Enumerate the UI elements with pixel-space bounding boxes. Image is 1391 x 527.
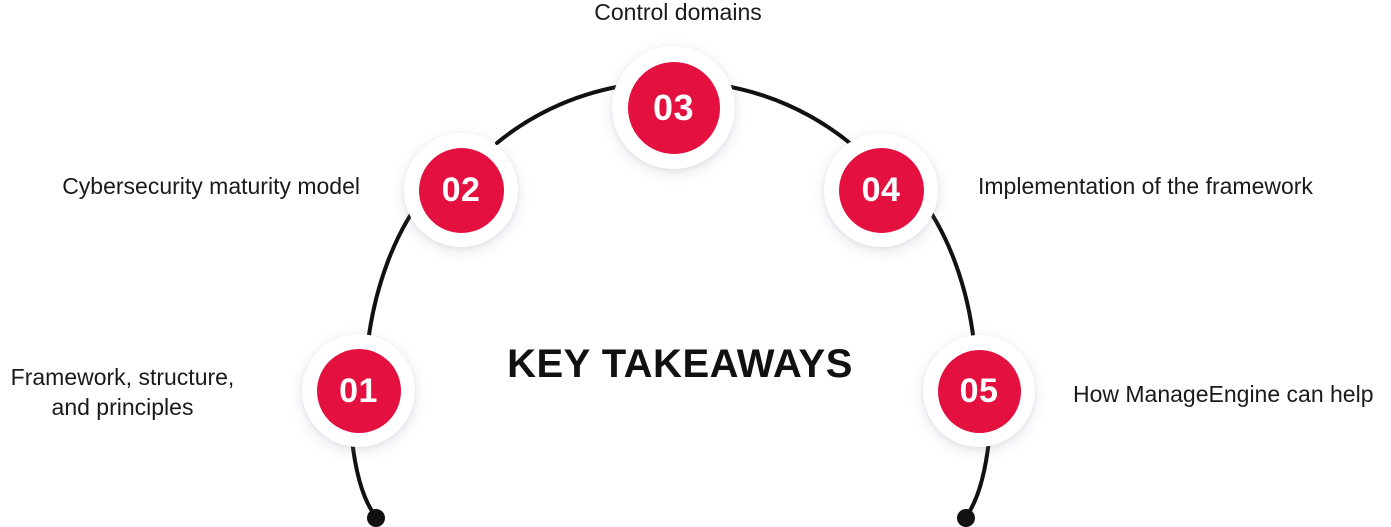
arc-endpoint-dot-left [367,509,385,527]
page-title: KEY TAKEAWAYS [507,342,853,386]
step-node-05[interactable]: 05 [923,335,1035,447]
step-label-02: Cybersecurity maturity model [62,173,360,199]
step-number-03: 03 [627,61,720,154]
step-label-01: Framework, structure, and principles [10,364,235,420]
step-node-03[interactable]: 03 [612,46,735,169]
step-number-02: 02 [418,147,504,233]
step-label-05: How ManageEngine can help [1073,381,1374,407]
step-label-04: Implementation of the framework [978,173,1313,199]
arc-endpoint-dot-right [957,509,975,527]
step-number-04: 04 [838,147,924,233]
step-label-03: Control domains [594,0,762,25]
step-node-04[interactable]: 04 [824,133,938,247]
step-number-01: 01 [316,348,401,433]
arc-segment-01-tail [350,438,376,516]
arc-segment-02-03 [495,83,630,145]
arc-segment-05-tail [966,438,991,516]
arc-segment-03-04 [717,83,853,146]
step-node-02[interactable]: 02 [404,133,518,247]
step-node-01[interactable]: 01 [302,334,415,447]
step-number-05: 05 [937,349,1021,433]
